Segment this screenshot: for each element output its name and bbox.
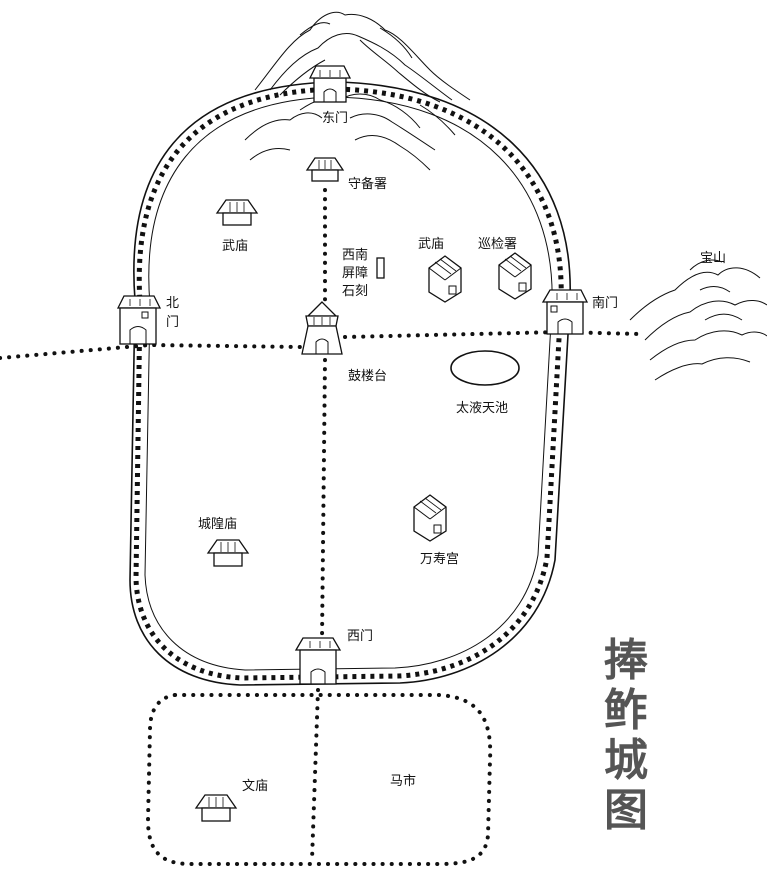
title-char-1: 捧 [604,635,648,686]
military-temple-east-house-icon [428,255,462,303]
east-gate-tower-icon [308,65,352,103]
patrol-office-house-icon [498,252,532,300]
suburb-enclosures [145,693,493,866]
treasure-mountain-icon [629,259,767,381]
title-char-2: 鲊 [604,685,648,736]
taiye-pond-label: 太液天池 [456,401,508,416]
eastern-mountain-icon [244,11,471,171]
wanshou-palace-label: 万寿宫 [420,552,459,567]
south-gate-tower-icon [541,289,589,335]
stele-icon [376,257,385,279]
west-gate-tower-icon [294,637,342,685]
wanshou-palace-house-icon [413,494,447,542]
title-char-3: 城 [604,735,648,786]
south-gate-label: 南门 [592,295,618,311]
north-gate-label-line1: 北 [166,296,179,311]
drum-tower-pagoda-icon [301,301,343,355]
title-char-4: 图 [604,785,648,836]
west-gate-label: 西门 [347,629,373,644]
treasure-mountain-label: 宝山 [700,251,726,266]
patrol-office-label: 巡检署 [478,237,517,252]
garrison-office-label: 守备署 [348,176,387,192]
southwest-stele-label-line2: 屏障 [342,266,368,281]
city-god-temple-hall-icon [206,539,250,567]
north-gate-tower-icon [116,295,162,345]
city-wall [129,81,571,686]
north-gate-label-line2: 门 [166,315,179,330]
confucian-temple-label: 文庙 [242,779,268,794]
military-temple-west-label: 武庙 [222,239,248,254]
roads [0,188,642,862]
taiye-pond [450,350,520,386]
horse-market-label: 马市 [390,773,416,789]
southwest-stele-label-line1: 西南 [342,247,368,263]
city-god-temple-label: 城隍庙 [198,517,237,532]
southwest-stele-label-line3: 石刻 [342,284,368,299]
map-title: 捧 鲊 城 图 [604,635,648,836]
military-temple-east-label: 武庙 [418,237,444,252]
military-temple-west-hall-icon [215,199,259,226]
east-gate-label: 东门 [322,111,348,126]
confucian-temple-hall-icon [194,794,238,822]
garrison-office-hall-icon [305,157,345,182]
drum-tower-label: 鼓楼台 [348,369,387,384]
